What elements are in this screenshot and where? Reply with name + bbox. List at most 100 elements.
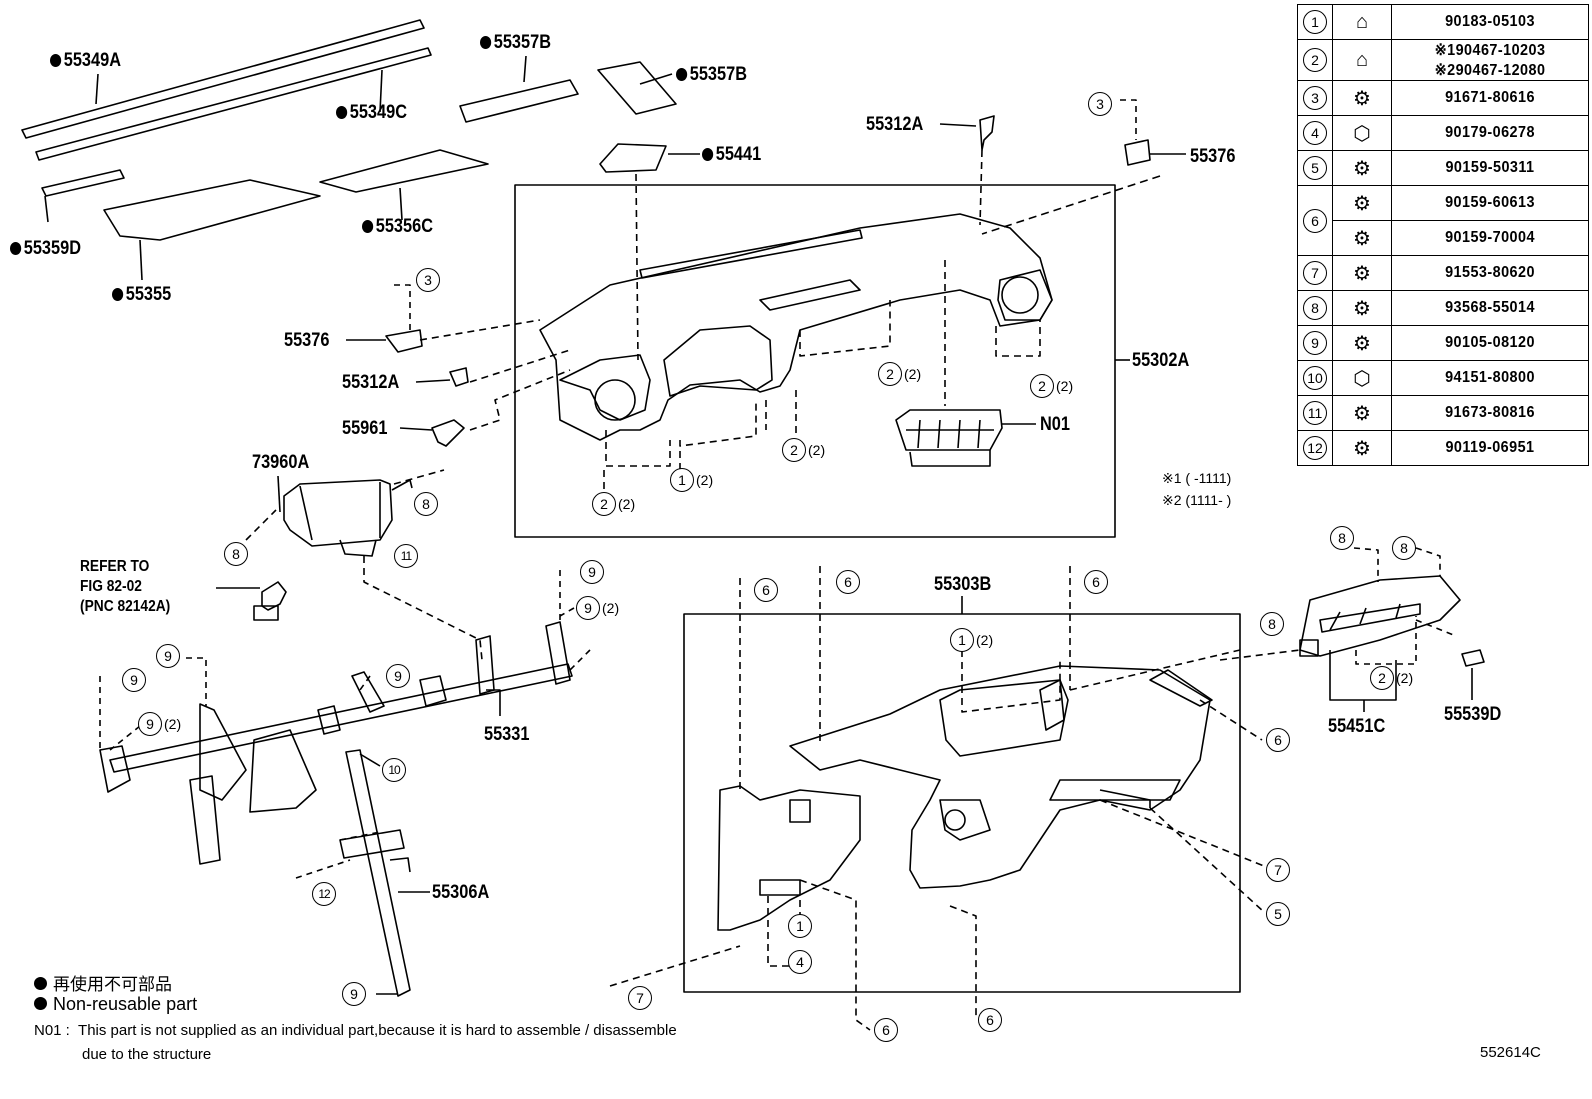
part-number-cell[interactable]: ※190467-10203 ※290467-12080 [1391,39,1589,81]
ref-number-circle: 12 [1303,436,1327,460]
label-55303B[interactable]: 55303B [934,574,992,595]
label-55376-left[interactable]: 55376 [284,330,330,351]
part-number[interactable]: 91673-80816 [1445,404,1535,421]
part-number[interactable]: ※190467-10203 [1434,42,1546,59]
callout-6[interactable]: 6 [1266,728,1290,752]
part-number-cell[interactable]: 90119-06951 [1391,430,1589,466]
callout-2[interactable]: 2 [878,362,902,386]
brace-55306A [339,749,430,997]
part-number[interactable]: 93568-55014 [1445,299,1535,316]
label-55451C[interactable]: 55451C [1328,716,1386,737]
callout-8[interactable]: 8 [1330,526,1354,550]
callout-6[interactable]: 6 [874,1018,898,1042]
callout-9[interactable]: 9 [386,664,410,688]
part-55539D-shape [1461,649,1485,667]
callout-8[interactable]: 8 [414,492,438,516]
label-55961[interactable]: 55961 [342,418,388,439]
legend-n01-note: N01 : This part is not supplied as an in… [34,1022,677,1039]
parts-table-ref-cell: 10 [1297,360,1333,396]
screw-icon: ⚙ [1353,332,1371,355]
callout-9[interactable]: 9 [580,560,604,584]
label-55349C[interactable]: 55349C [336,102,407,124]
label-N01[interactable]: N01 [1040,414,1070,435]
callout-8[interactable]: 8 [1260,612,1284,636]
part-number[interactable]: 90179-06278 [1445,124,1535,141]
part-number[interactable]: 90159-50311 [1445,159,1535,176]
parts-table-ref-cell: 4 [1297,115,1333,151]
callout-6[interactable]: 6 [836,570,860,594]
label-55357B-second[interactable]: 55357B [676,64,747,86]
callout-6[interactable]: 6 [1084,570,1108,594]
part-number[interactable]: 90183-05103 [1445,13,1535,30]
part-number-cell[interactable]: 90159-50311 [1391,150,1589,186]
callout-8[interactable]: 8 [224,542,248,566]
callout-9[interactable]: 9 [122,668,146,692]
part-number-cell[interactable]: 90183-05103 [1391,4,1589,40]
callout-4[interactable]: 4 [788,950,812,974]
part-number-cell[interactable]: 94151-80800 [1391,360,1589,396]
label-55441[interactable]: 55441 [702,144,761,166]
callout-2[interactable]: 2 [782,438,806,462]
callout-9[interactable]: 9 [342,982,366,1006]
callout-9[interactable]: 9 [576,596,600,620]
screw-icon: ⚙ [1332,185,1392,221]
part-number[interactable]: 94151-80800 [1445,369,1535,386]
parts-table-row: 1⌂ 90183-05103 [1297,4,1589,40]
callout-1[interactable]: 1 [950,628,974,652]
ref-number-circle: 1 [1303,10,1327,34]
callout-2[interactable]: 2 [1370,666,1394,690]
callout-3[interactable]: 3 [1088,92,1112,116]
clip-icon: ⌂ [1332,4,1392,40]
callout-6[interactable]: 6 [754,578,778,602]
callout-7[interactable]: 7 [628,986,652,1010]
callout-11[interactable]: 11 [394,544,418,568]
callout-3[interactable]: 3 [416,268,440,292]
refer-note-line2[interactable]: FIG 82-02 [80,578,142,595]
part-number[interactable]: 90105-08120 [1445,334,1535,351]
part-number[interactable]: 91553-80620 [1445,264,1535,281]
callout-5[interactable]: 5 [1266,902,1290,926]
clip-icon: ⌂ [1355,48,1369,71]
part-number[interactable]: 90119-06951 [1445,439,1535,456]
non-reusable-dot-icon [34,977,47,990]
part-number-cell[interactable]: 91673-80816 [1391,395,1589,431]
label-55312A-left[interactable]: 55312A [342,372,400,393]
part-number-cell[interactable]: 90179-06278 [1391,115,1589,151]
label-55349A[interactable]: 55349A [50,50,121,72]
label-55359D[interactable]: 55359D [10,238,81,260]
callout-2[interactable]: 2 [592,492,616,516]
label-55331[interactable]: 55331 [484,724,530,745]
callout-2[interactable]: 2 [1030,374,1054,398]
label-73960A[interactable]: 73960A [252,452,310,473]
callout-9[interactable]: 9 [156,644,180,668]
part-number-cell[interactable]: 90159-70004 [1391,220,1589,256]
ref-number-circle: 6 [1303,208,1327,233]
label-55306A[interactable]: 55306A [432,882,490,903]
label-55376-top[interactable]: 55376 [1190,146,1236,167]
part-number[interactable]: ※290467-12080 [1434,62,1546,79]
label-55302A[interactable]: 55302A [1132,350,1190,371]
callout-9[interactable]: 9 [138,712,162,736]
label-55539D[interactable]: 55539D [1444,704,1502,725]
callout-10[interactable]: 10 [382,758,406,782]
part-number-cell[interactable]: 93568-55014 [1391,290,1589,326]
screw-icon: ⚙ [1353,157,1371,180]
part-number-cell[interactable]: 90159-60613 [1391,185,1589,221]
callout-6[interactable]: 6 [978,1008,1002,1032]
part-number[interactable]: 90159-60613 [1445,194,1535,211]
callout-1[interactable]: 1 [670,468,694,492]
part-number-cell[interactable]: 91671-80616 [1391,80,1589,116]
label-55355[interactable]: 55355 [112,284,171,306]
part-number-cell[interactable]: 90105-08120 [1391,325,1589,361]
label-55356C[interactable]: 55356C [362,216,433,238]
callout-12[interactable]: 12 [312,882,336,906]
callout-8[interactable]: 8 [1392,536,1416,560]
part-number-cell[interactable]: 91553-80620 [1391,255,1589,291]
part-number[interactable]: 91671-80616 [1445,89,1535,106]
callout-7[interactable]: 7 [1266,858,1290,882]
callout-1[interactable]: 1 [788,914,812,938]
nut-icon: ⬡ [1353,367,1371,390]
label-55312A-top[interactable]: 55312A [866,114,924,135]
label-55357B[interactable]: 55357B [480,32,551,54]
part-number[interactable]: 90159-70004 [1445,229,1535,246]
